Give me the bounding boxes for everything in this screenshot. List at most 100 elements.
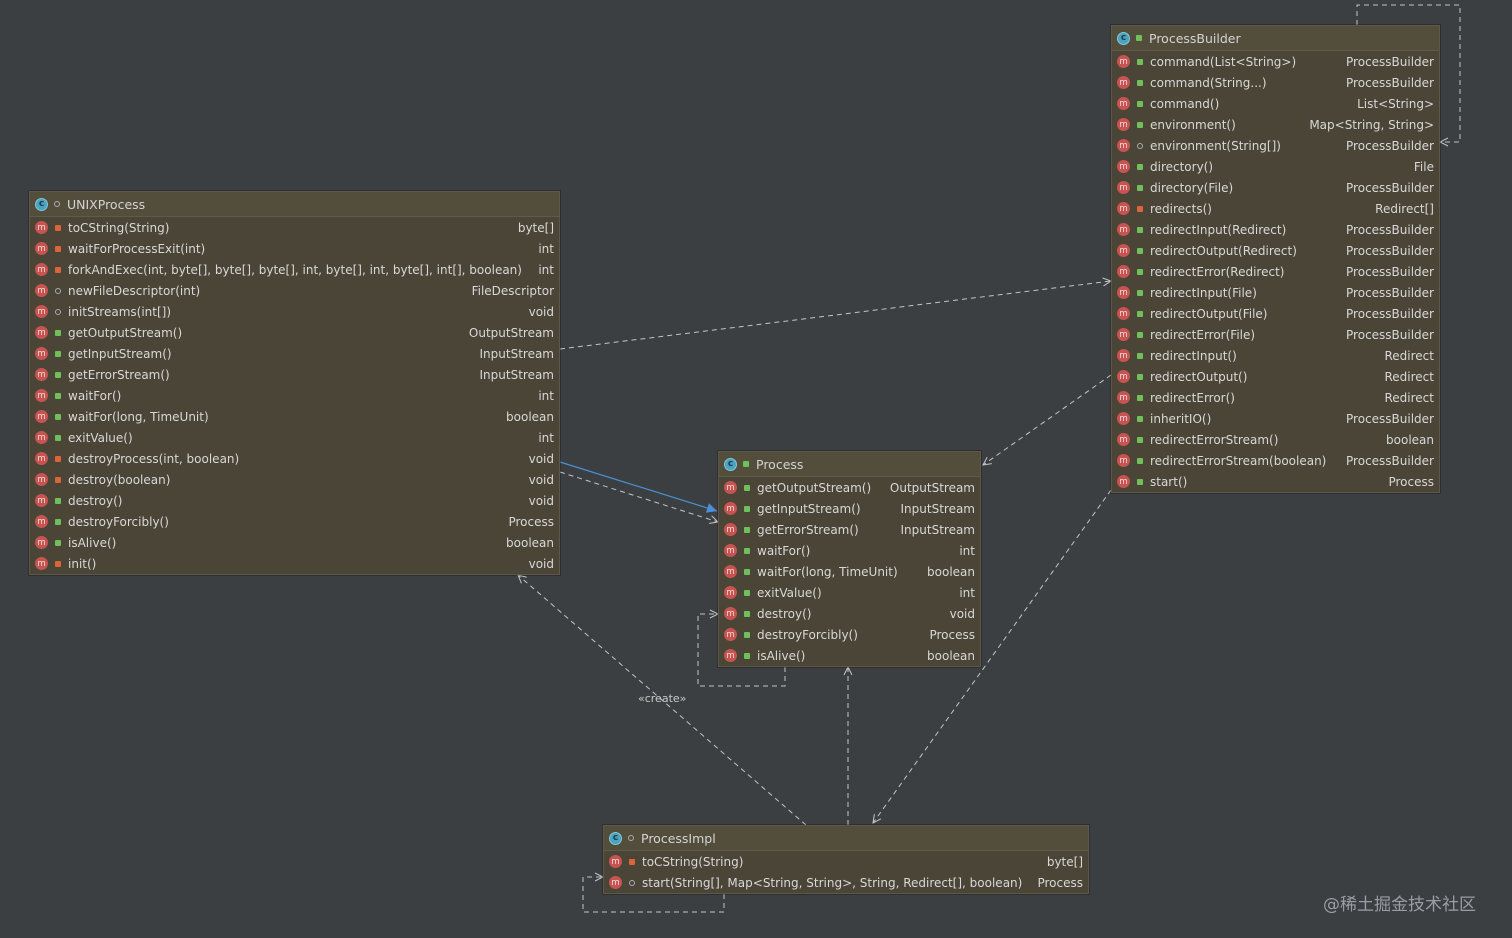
- class-title: ProcessBuilder: [1149, 30, 1241, 46]
- method-icon: m: [724, 523, 737, 536]
- method-row[interactable]: m init() void: [30, 553, 559, 574]
- method-icon: m: [35, 557, 48, 570]
- method-name: start(String[], Map<String, String>, Str…: [642, 875, 1023, 890]
- method-return-type: Process: [929, 627, 975, 642]
- public-visibility-icon: [1135, 183, 1144, 192]
- public-visibility-icon: [53, 349, 62, 358]
- method-icon: m: [609, 855, 622, 868]
- method-return-type: List<String>: [1357, 96, 1434, 111]
- method-icon: m: [35, 326, 48, 339]
- public-visibility-icon: [1135, 162, 1144, 171]
- method-icon: m: [724, 607, 737, 620]
- public-visibility-icon: [1135, 57, 1144, 66]
- public-visibility-icon: [53, 496, 62, 505]
- method-name: forkAndExec(int, byte[], byte[], byte[],…: [68, 262, 522, 277]
- method-name: destroyForcibly(): [68, 514, 169, 529]
- public-visibility-icon: [1135, 120, 1144, 129]
- method-name: init(): [68, 556, 97, 571]
- method-icon: m: [1117, 391, 1130, 404]
- method-return-type: boolean: [927, 564, 975, 579]
- public-visibility-icon: [1135, 372, 1144, 381]
- method-name: toCString(String): [642, 854, 744, 869]
- method-name: getErrorStream(): [68, 367, 170, 382]
- method-icon: m: [1117, 202, 1130, 215]
- method-name: redirectInput(File): [1150, 285, 1257, 300]
- method-name: environment(String[]): [1150, 138, 1281, 153]
- method-name: initStreams(int[]): [68, 304, 172, 319]
- method-name: command(String...): [1150, 75, 1267, 90]
- method-return-type: Process: [1388, 474, 1434, 489]
- method-name: redirectError(Redirect): [1150, 264, 1285, 279]
- method-name: waitFor(): [757, 543, 811, 558]
- method-return-type: ProcessBuilder: [1346, 54, 1434, 69]
- method-icon: m: [1117, 118, 1130, 131]
- method-name: directory(File): [1150, 180, 1234, 195]
- method-icon: m: [724, 481, 737, 494]
- method-icon: m: [1117, 454, 1130, 467]
- public-visibility-icon: [742, 483, 751, 492]
- public-visibility-icon: [53, 391, 62, 400]
- method-return-type: int: [538, 241, 554, 256]
- method-return-type: int: [538, 262, 554, 277]
- method-return-type: void: [528, 556, 554, 571]
- method-return-type: int: [538, 430, 554, 445]
- public-visibility-icon: [1135, 246, 1144, 255]
